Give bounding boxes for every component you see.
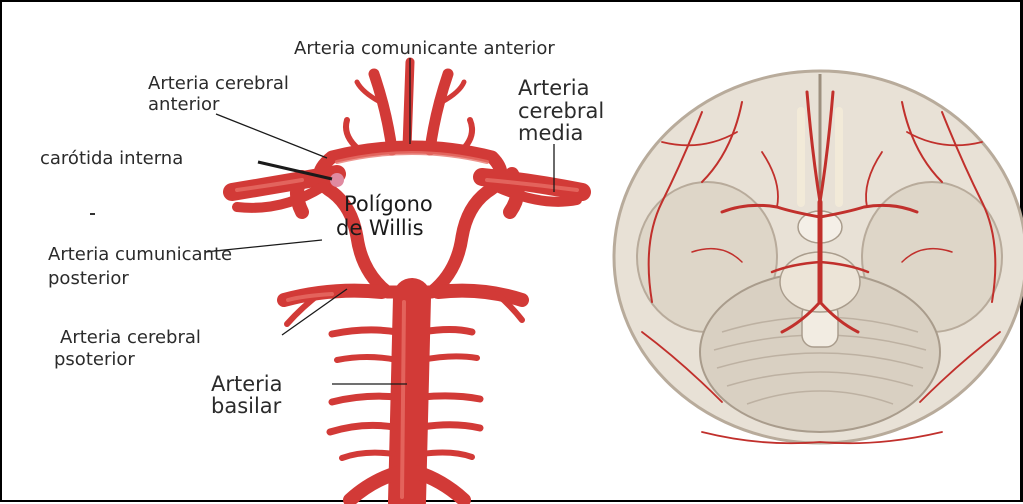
label-arteria-cerebral-anterior-line2: anterior: [148, 96, 219, 114]
label-arteria-cumunicante-posterior-line1: Arteria cumunicante: [48, 246, 232, 264]
label-arteria-cerebral-psoterior-line1: Arteria cerebral: [60, 329, 201, 347]
label-arteria-cerebral-media-line1: Arteria: [518, 78, 590, 99]
label-arteria-cumunicante-posterior-line2: posterior: [48, 270, 129, 288]
label-poligono-line2: de Willis: [336, 218, 424, 239]
label-arteria-cerebral-media-line2: cerebral: [518, 101, 604, 122]
label-arteria-basilar-line1: Arteria: [211, 374, 283, 395]
label-arteria-cerebral-media-line3: media: [518, 123, 583, 144]
label-arteria-comunicante-anterior: Arteria comunicante anterior: [294, 40, 555, 58]
label-arteria-cerebral-psoterior-line2: psoterior: [54, 351, 135, 369]
leader-aca: [216, 114, 327, 158]
label-arteria-cerebral-anterior-line1: Arteria cerebral: [148, 75, 289, 93]
label-carotida-interna: carótida interna: [40, 150, 183, 168]
leader-pca: [282, 289, 347, 335]
leader-ica: [258, 162, 332, 179]
label-arteria-basilar-line2: basilar: [211, 396, 281, 417]
label-poligono-line1: Polígono: [344, 194, 433, 215]
